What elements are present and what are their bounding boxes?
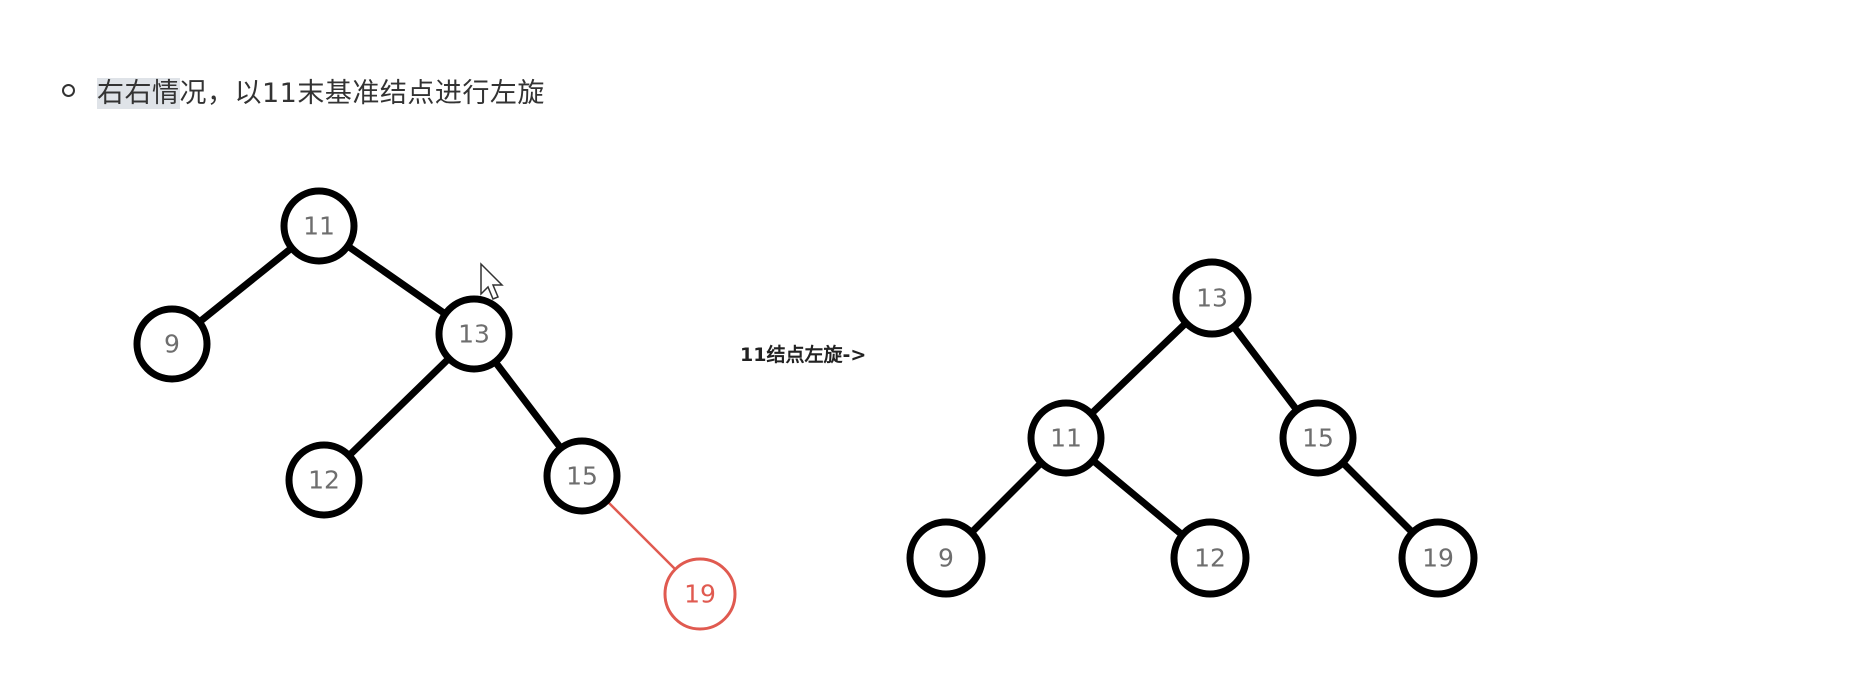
before-tree-edges — [168, 222, 586, 484]
label-13-after: 13 — [1196, 284, 1228, 313]
label-19: 19 — [684, 580, 716, 609]
label-12-after: 12 — [1194, 544, 1226, 573]
node-12 — [285, 441, 363, 519]
label-15-after: 15 — [1302, 424, 1334, 453]
after-tree — [906, 258, 1478, 598]
label-11-after: 11 — [1050, 424, 1082, 453]
label-11: 11 — [303, 212, 335, 241]
node-13 — [435, 295, 513, 373]
bullet-item: 右右情况，以11末基准结点进行左旋 — [62, 70, 545, 110]
label-9-after: 9 — [938, 544, 954, 573]
heading-text: 右右情况，以11末基准结点进行左旋 — [97, 71, 545, 110]
node-15 — [543, 437, 621, 515]
label-19-after: 19 — [1422, 544, 1454, 573]
label-15: 15 — [566, 462, 598, 491]
selected-text[interactable]: 右右情 — [97, 77, 180, 109]
before-tree — [133, 187, 621, 519]
node-19-highlighted — [663, 557, 737, 631]
label-13: 13 — [458, 320, 490, 349]
node-12-after — [1170, 518, 1250, 598]
node-19-after — [1398, 518, 1478, 598]
mouse-cursor-icon — [480, 262, 504, 300]
node-11 — [280, 187, 358, 265]
label-9: 9 — [164, 330, 180, 359]
rotation-caption: 11结点左旋-> — [740, 344, 867, 366]
label-12: 12 — [308, 466, 340, 495]
node-9 — [133, 305, 211, 383]
node-13-after — [1172, 258, 1252, 338]
node-15-after — [1279, 399, 1357, 477]
hollow-bullet-icon — [62, 83, 75, 97]
heading-rest: 况，以11末基准结点进行左旋 — [179, 77, 545, 109]
node-9-after — [906, 518, 986, 598]
node-11-after — [1027, 399, 1105, 477]
after-tree-edges — [942, 294, 1442, 562]
